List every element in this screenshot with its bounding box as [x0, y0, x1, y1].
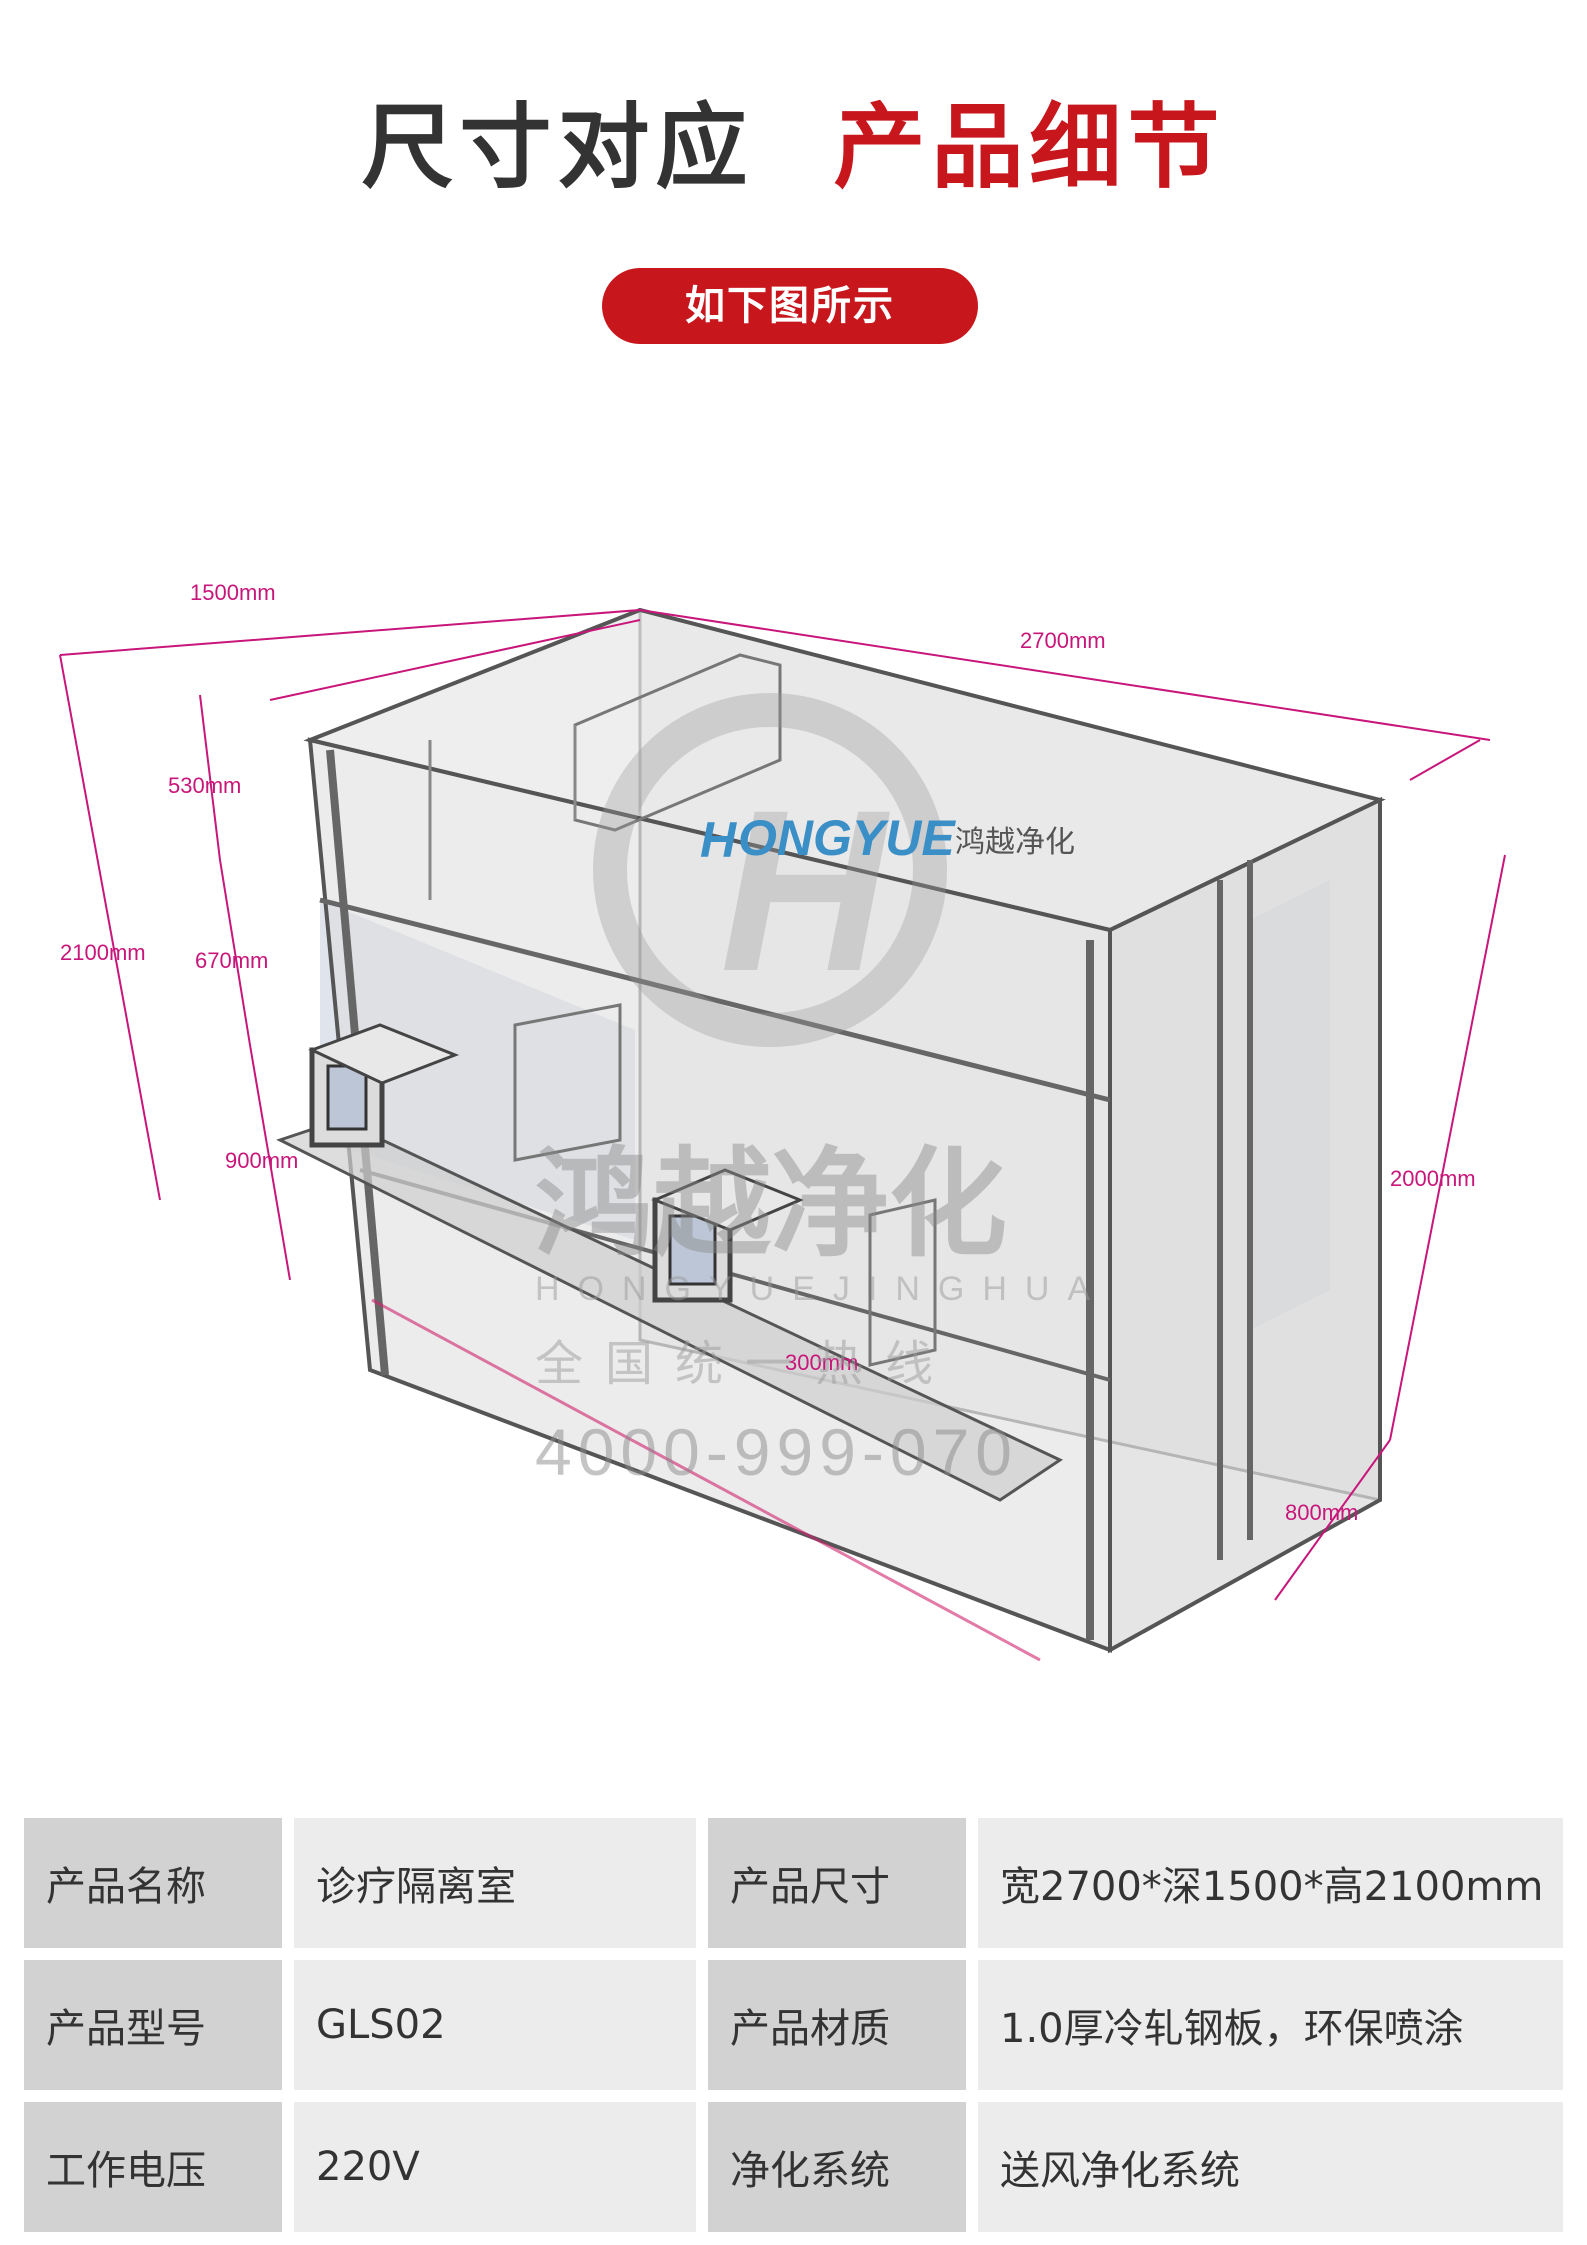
svg-text:H: H: [700, 812, 737, 868]
spec-table: 产品名称 诊疗隔离室 产品尺寸 宽2700*深1500*高2100mm 产品型号…: [12, 1806, 1575, 2244]
table-row: 工作电压 220V 净化系统 送风净化系统: [24, 2102, 1563, 2232]
dim-530-label: 530mm: [168, 773, 241, 798]
dim-670-label: 670mm: [195, 948, 268, 973]
spec-value: 1.0厚冷轧钢板，环保喷涂: [978, 1960, 1563, 2090]
spec-value: 送风净化系统: [978, 2102, 1563, 2232]
title-left: 尺寸对应: [361, 94, 754, 201]
watermark-phone: 4000-999-070: [535, 1415, 1018, 1489]
dim-height-label: 2100mm: [60, 940, 146, 965]
dim-2000-label: 2000mm: [1390, 1166, 1476, 1191]
spec-label: 产品材质: [708, 1960, 966, 2090]
logo-watermark: H ONGYUE 鸿越净化 H: [593, 693, 1075, 1047]
spec-label: 净化系统: [708, 2102, 966, 2232]
caption-badge: 如下图所示: [602, 268, 978, 344]
title-right: 产品细节: [833, 94, 1226, 201]
dim-depth-label: 1500mm: [190, 580, 276, 605]
logo-text-cn: 鸿越净化: [955, 825, 1075, 860]
watermark-pinyin: HONGYUEJINGHUA: [535, 1270, 1108, 1308]
spec-value: 220V: [294, 2102, 696, 2232]
spec-value: GLS02: [294, 1960, 696, 2090]
logo-text-en: ONGYUE: [738, 810, 956, 866]
table-row: 产品型号 GLS02 产品材质 1.0厚冷轧钢板，环保喷涂: [24, 1960, 1563, 2090]
dim-300-label: 300mm: [785, 1350, 858, 1375]
svg-text:H: H: [720, 762, 891, 1019]
dim-900-label: 900mm: [225, 1148, 298, 1173]
dim-width-label: 2700mm: [1020, 628, 1106, 653]
spec-label: 产品尺寸: [708, 1818, 966, 1948]
watermark-brand: 鸿越净化: [535, 1135, 1007, 1273]
spec-label: 工作电压: [24, 2102, 282, 2232]
spec-value: 宽2700*深1500*高2100mm: [978, 1818, 1563, 1948]
spec-value: 诊疗隔离室: [294, 1818, 696, 1948]
spec-label: 产品型号: [24, 1960, 282, 2090]
dim-800-label: 800mm: [1285, 1500, 1358, 1525]
table-row: 产品名称 诊疗隔离室 产品尺寸 宽2700*深1500*高2100mm: [24, 1818, 1563, 1948]
spec-label: 产品名称: [24, 1818, 282, 1948]
watermark-hotline: 全国统一热线: [535, 1336, 955, 1392]
page-title: 尺寸对应产品细节: [0, 88, 1587, 208]
product-diagram: 1500mm 2700mm 2100mm 530mm 670mm 900mm 2…: [0, 500, 1587, 1730]
